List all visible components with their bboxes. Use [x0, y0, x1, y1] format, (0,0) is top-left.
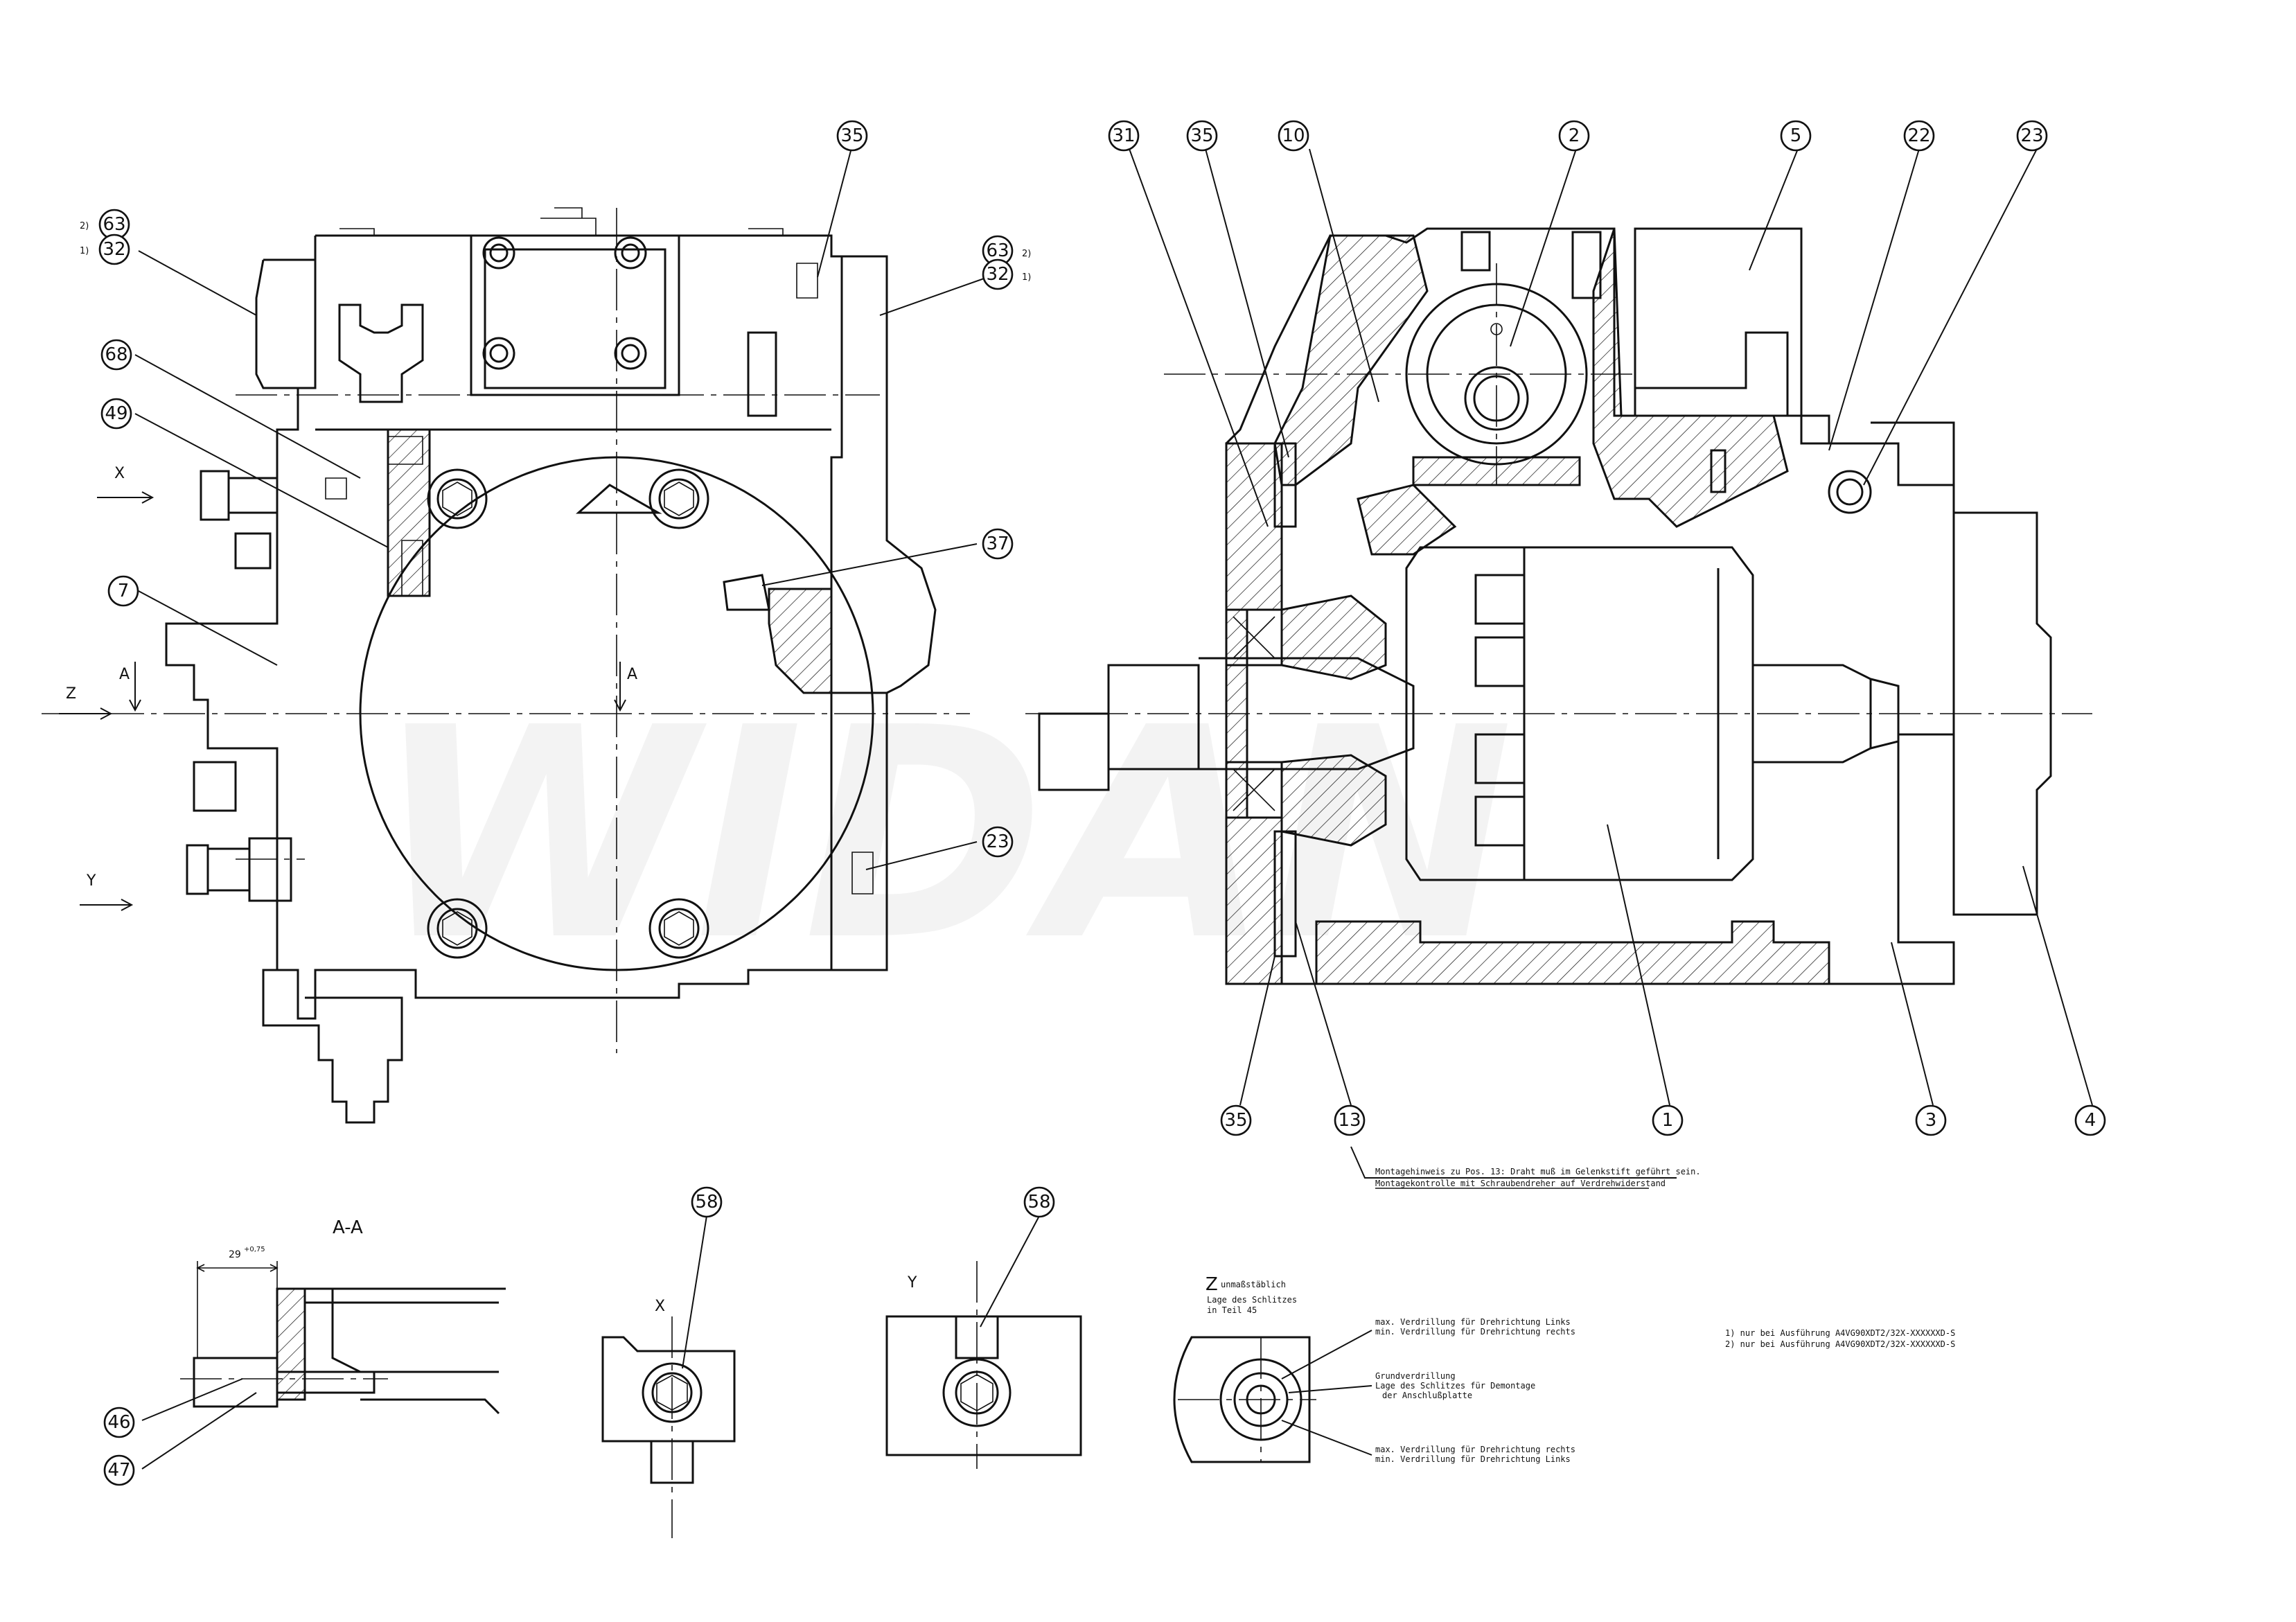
- svg-text:2: 2: [1569, 125, 1580, 146]
- balloon-46: 46: [103, 1407, 135, 1438]
- svg-text:5: 5: [1790, 125, 1802, 146]
- detail-x-title: X: [655, 1298, 665, 1315]
- view-z-sub1: Lage des Schlitzes: [1207, 1295, 1297, 1305]
- flange-bolt-4: [648, 898, 709, 959]
- balloon-4: 4: [2074, 1104, 2106, 1136]
- view-z-sub2: in Teil 45: [1207, 1305, 1257, 1315]
- svg-text:68: 68: [105, 344, 127, 365]
- svg-text:35: 35: [1224, 1110, 1247, 1131]
- balloon-23-mid: 23: [982, 826, 1014, 858]
- svg-text:63: 63: [103, 214, 125, 235]
- z-max-left-2: min. Verdrillung für Drehrichtung rechts: [1375, 1327, 1575, 1337]
- balloon-58-y: 58: [1023, 1186, 1055, 1218]
- superscript-1-right: 1): [1022, 272, 1031, 283]
- balloon-37: 37: [982, 528, 1014, 560]
- svg-text:13: 13: [1338, 1110, 1361, 1131]
- balloon-1: 1: [1652, 1104, 1684, 1136]
- assembly-note-2: Montagekontrolle mit Schraubendreher auf…: [1375, 1179, 1666, 1188]
- svg-text:10: 10: [1282, 125, 1305, 146]
- balloon-23-top: 23: [2016, 120, 2048, 152]
- view-z: [1173, 1330, 1372, 1463]
- flange-bolt-2: [648, 468, 709, 529]
- section-a-a: [180, 1261, 506, 1415]
- superscript-1-left: 1): [80, 246, 89, 256]
- balloon-3: 3: [1915, 1104, 1947, 1136]
- flange-bolt-3: [427, 898, 488, 959]
- view-z-scale: unmaßstäblich: [1221, 1280, 1286, 1289]
- balloon-35-bottom: 35: [1220, 1104, 1252, 1136]
- balloon-31: 31: [1108, 120, 1140, 152]
- balloon-32-right: 32: [982, 258, 1014, 290]
- front-view: [42, 207, 970, 1124]
- balloon-49: 49: [100, 398, 132, 430]
- svg-text:4: 4: [2085, 1110, 2096, 1131]
- balloon-10: 10: [1278, 120, 1309, 152]
- section-aa-title: A-A: [333, 1217, 363, 1238]
- detail-y-title: Y: [907, 1274, 917, 1292]
- svg-text:58: 58: [1027, 1192, 1050, 1213]
- balloon-63-right: 63: [982, 235, 1014, 267]
- z-basic-2: Lage des Schlitzes für Demontage: [1375, 1381, 1535, 1391]
- section-a-right: A: [627, 666, 637, 683]
- svg-text:1: 1: [1662, 1110, 1674, 1131]
- svg-text:49: 49: [105, 403, 127, 424]
- bolt-mid-left: [482, 337, 515, 370]
- svg-text:35: 35: [1190, 125, 1213, 146]
- bolt-top-left: [482, 236, 515, 270]
- footnote-2: 2) nur bei Ausführung A4VG90XDT2/32X-XXX…: [1725, 1339, 1955, 1349]
- balloon-47: 47: [103, 1454, 135, 1486]
- balloon-68: 68: [100, 339, 132, 371]
- balloon-22: 22: [1903, 120, 1935, 152]
- balloon-5: 5: [1780, 120, 1812, 152]
- svg-text:32: 32: [986, 264, 1009, 285]
- svg-text:3: 3: [1925, 1110, 1937, 1131]
- bolt-mid-right: [614, 337, 647, 370]
- svg-text:37: 37: [986, 534, 1009, 554]
- balloon-2: 2: [1558, 120, 1590, 152]
- svg-text:35: 35: [840, 125, 863, 146]
- port-y-label: Y: [86, 872, 96, 890]
- svg-text:23: 23: [986, 831, 1009, 852]
- svg-text:22: 22: [1907, 125, 1930, 146]
- z-max-left-1: max. Verdrillung für Drehrichtung Links: [1375, 1317, 1571, 1327]
- balloon-63-left: 63: [98, 209, 130, 240]
- section-view: [1025, 227, 2092, 985]
- balloon-35-section: 35: [1186, 120, 1218, 152]
- dimension-value: 29: [229, 1249, 241, 1260]
- svg-text:7: 7: [118, 581, 130, 601]
- view-z-title: Z: [1206, 1274, 1218, 1295]
- svg-text:58: 58: [695, 1192, 718, 1213]
- port-x-label: X: [114, 465, 125, 482]
- detail-x: [601, 1316, 736, 1538]
- balloon-32-left: 32: [98, 233, 130, 265]
- bolt-top-right: [614, 236, 647, 270]
- svg-text:46: 46: [107, 1412, 130, 1433]
- svg-text:63: 63: [986, 240, 1009, 261]
- flange-bolt-1: [427, 468, 488, 529]
- svg-text:32: 32: [103, 239, 125, 260]
- dimension-tolerance: +0,75: [244, 1246, 265, 1253]
- svg-text:47: 47: [107, 1460, 130, 1481]
- balloon-13: 13: [1334, 1104, 1366, 1136]
- balloon-58-x: 58: [691, 1186, 723, 1218]
- footnote-1: 1) nur bei Ausführung A4VG90XDT2/32X-XXX…: [1725, 1328, 1955, 1338]
- svg-text:23: 23: [2020, 125, 2043, 146]
- superscript-2-left: 2): [80, 221, 89, 231]
- z-basic-3: der Anschlußplatte: [1382, 1391, 1472, 1400]
- assembly-note-1: Montagehinweis zu Pos. 13: Draht muß im …: [1375, 1167, 1701, 1176]
- superscript-2-right: 2): [1022, 249, 1031, 259]
- z-max-right-1: max. Verdrillung für Drehrichtung rechts: [1375, 1445, 1575, 1454]
- svg-text:31: 31: [1112, 125, 1135, 146]
- section-a-left: A: [119, 666, 130, 683]
- balloon-7: 7: [107, 575, 139, 607]
- view-z-label: Z: [66, 685, 76, 703]
- leader-lines: [134, 145, 2093, 1470]
- detail-y: [885, 1261, 1082, 1469]
- z-basic-1: Grundverdrillung: [1375, 1371, 1456, 1381]
- z-max-right-2: min. Verdrillung für Drehrichtung Links: [1375, 1454, 1571, 1464]
- balloon-35-top-mid: 35: [836, 120, 868, 152]
